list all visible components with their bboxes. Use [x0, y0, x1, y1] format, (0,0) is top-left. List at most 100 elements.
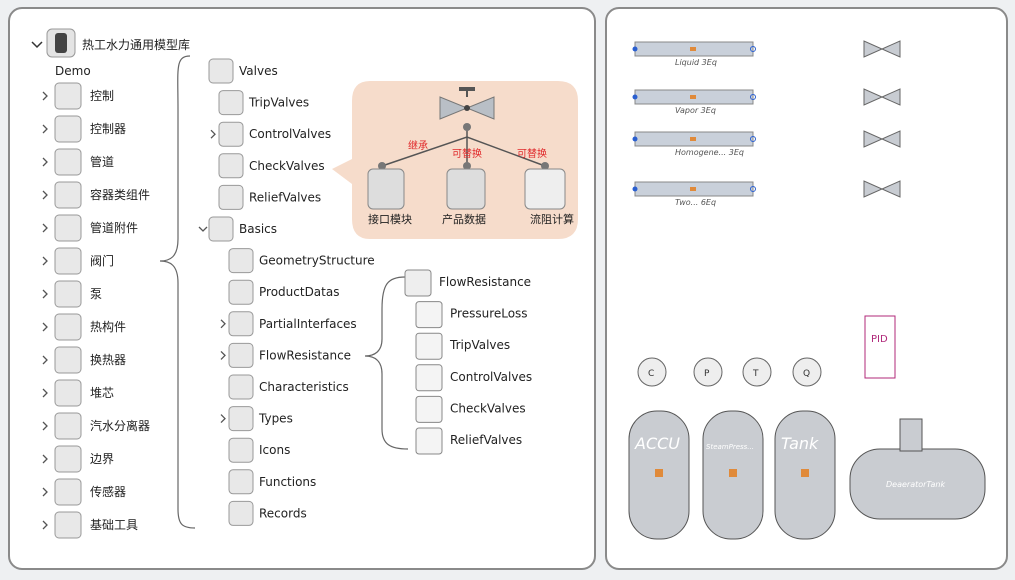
tree-node-label[interactable]: TripValves	[248, 96, 309, 110]
chevron-right-icon[interactable]	[220, 350, 226, 360]
tree-node-label[interactable]: ControlValves	[249, 127, 331, 141]
tree-node-label[interactable]: Icons	[259, 443, 290, 457]
chevron-right-icon[interactable]	[220, 414, 226, 424]
flowresistance-item[interactable]: TripValves	[449, 338, 510, 352]
chevron-right-icon[interactable]	[42, 91, 48, 101]
category-item[interactable]: 控制	[90, 89, 114, 103]
sensor-component[interactable]	[693, 357, 723, 387]
flowresistance-item[interactable]: PressureLoss	[450, 307, 528, 321]
category-item[interactable]: 基础工具	[90, 518, 138, 532]
category-icon	[54, 148, 82, 176]
replaceable-label: 可替换	[517, 147, 547, 160]
flow-resistance-icon	[415, 364, 443, 392]
flow-resistance-icon	[415, 395, 443, 423]
tree-node-label[interactable]: PartialInterfaces	[259, 317, 357, 331]
tree-node-label[interactable]: Types	[258, 412, 293, 426]
chevron-right-icon[interactable]	[42, 421, 48, 431]
chevron-right-icon[interactable]	[42, 355, 48, 365]
flow-resistance-icon	[404, 269, 432, 297]
chevron-right-icon[interactable]	[42, 487, 48, 497]
category-item[interactable]: 阀门	[90, 253, 114, 268]
node-label-interface: 接口模块	[368, 213, 412, 226]
pipe-label: Liquid 3Eq	[675, 58, 717, 67]
flow-resistance-icon	[415, 301, 443, 329]
sensor-label: Q	[803, 369, 810, 379]
node-label-resistance: 流阻计算	[530, 212, 574, 226]
tree-node-icon	[228, 248, 254, 274]
flowresistance-item[interactable]: CheckValves	[450, 401, 526, 415]
valve-components	[863, 40, 901, 198]
chevron-right-icon[interactable]	[42, 124, 48, 134]
chevron-right-icon[interactable]	[210, 129, 216, 139]
brace-connector	[364, 276, 409, 450]
flowresistance-item[interactable]: FlowResistance	[439, 275, 531, 289]
tree-node-label[interactable]: Valves	[239, 64, 278, 78]
chevron-right-icon[interactable]	[42, 256, 48, 266]
tree-node-icon	[228, 311, 254, 337]
flow-resistance-icon	[415, 332, 443, 360]
category-item[interactable]: 传感器	[90, 484, 126, 499]
chevron-right-icon[interactable]	[42, 157, 48, 167]
chevron-right-icon[interactable]	[42, 388, 48, 398]
brace-connector	[159, 55, 196, 529]
sensor-component[interactable]	[742, 357, 772, 387]
chevron-right-icon[interactable]	[220, 319, 226, 329]
tree-node-label[interactable]: Basics	[239, 222, 277, 236]
category-item[interactable]: 容器类组件	[90, 187, 150, 202]
category-icon	[54, 478, 82, 506]
category-item[interactable]: 管道附件	[90, 220, 138, 235]
category-item[interactable]: 汽水分离器	[90, 418, 150, 433]
library-root-title[interactable]: 热工水力通用模型库	[82, 37, 190, 52]
chevron-right-icon[interactable]	[42, 520, 48, 530]
tank-label: Tank	[781, 434, 819, 453]
category-item[interactable]: 热构件	[90, 319, 126, 334]
chevron-right-icon[interactable]	[42, 454, 48, 464]
category-item[interactable]: 换热器	[90, 353, 126, 367]
category-item[interactable]: 堆芯	[90, 386, 114, 400]
tree-node-label[interactable]: FlowResistance	[259, 348, 351, 362]
pipe-label: Two... 6Eq	[675, 198, 716, 207]
tank-label: ACCU	[634, 434, 680, 453]
category-item[interactable]: 管道	[90, 154, 114, 169]
category-icon	[54, 511, 82, 539]
tree-node-icon	[218, 153, 244, 179]
flowresistance-item[interactable]: ControlValves	[450, 370, 532, 384]
tree-node-label[interactable]: Characteristics	[259, 380, 349, 394]
tree-node-label[interactable]: Records	[259, 506, 307, 520]
chevron-right-icon[interactable]	[42, 322, 48, 332]
category-item[interactable]: 控制器	[90, 122, 126, 136]
tree-node-icon	[228, 437, 254, 463]
inherit-label: 继承	[408, 139, 428, 152]
chevron-right-icon[interactable]	[42, 190, 48, 200]
flowresistance-item[interactable]: ReliefValves	[450, 433, 522, 447]
demo-label[interactable]: Demo	[55, 64, 91, 78]
tree-node-label[interactable]: ReliefValves	[249, 190, 321, 204]
tree-node-icon	[228, 374, 254, 400]
tree-node-label[interactable]: Functions	[259, 475, 316, 489]
category-icon	[54, 280, 82, 308]
sensor-component[interactable]	[637, 357, 667, 387]
tank-label: SteamPress...	[706, 443, 754, 451]
interface-module-icon	[367, 168, 405, 210]
sensor-component[interactable]	[792, 357, 822, 387]
chevron-down-icon[interactable]	[198, 226, 208, 232]
library-tree-diagram: 热工水力通用模型库 Demo 控制控制器管道容器类组件管道附件阀门泵热构件换热器…	[31, 28, 578, 539]
tree-node-label[interactable]: CheckValves	[249, 159, 325, 173]
chevron-right-icon[interactable]	[42, 223, 48, 233]
tree-node-label[interactable]: ProductDatas	[259, 285, 339, 299]
pid-component[interactable]: PID	[864, 315, 896, 379]
pipe-label: Vapor 3Eq	[675, 106, 716, 115]
category-icon	[54, 445, 82, 473]
tree-node-label[interactable]: GeometryStructure	[259, 254, 375, 268]
category-item[interactable]: 边界	[90, 452, 114, 466]
flow-resistance-icon	[415, 427, 443, 455]
chevron-right-icon[interactable]	[42, 289, 48, 299]
library-root-icon	[46, 28, 76, 58]
category-item[interactable]: 泵	[90, 287, 102, 301]
tank-label: DeaeratorTank	[886, 480, 945, 489]
chevron-down-icon[interactable]	[31, 41, 43, 49]
category-icon	[54, 412, 82, 440]
sensor-label: T	[752, 369, 759, 379]
